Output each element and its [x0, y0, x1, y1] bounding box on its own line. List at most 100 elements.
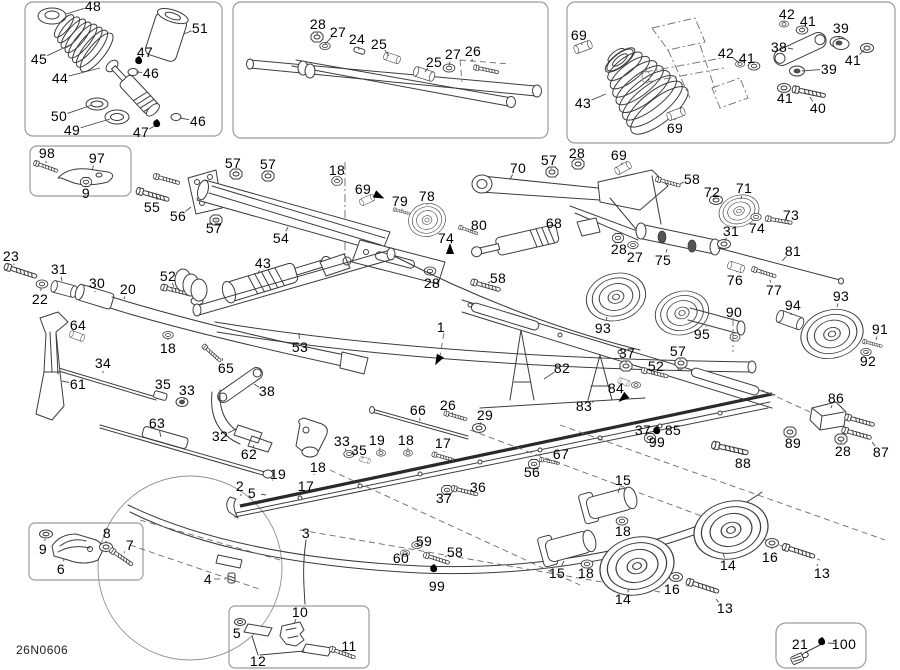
- part-callout-35: 35: [350, 442, 368, 458]
- part-callout-17: 17: [297, 478, 315, 494]
- part-callout-63: 63: [148, 415, 166, 431]
- leader-line-14: [722, 552, 725, 558]
- leader-line-20: [123, 296, 126, 300]
- part-callout-85: 85: [664, 422, 682, 438]
- part-callout-57: 57: [540, 152, 558, 168]
- part-callout-28: 28: [610, 241, 628, 257]
- rear-shock-group: [572, 17, 874, 143]
- part-callout-87: 87: [872, 444, 890, 460]
- part-callout-93: 93: [832, 288, 850, 304]
- leader-line-40: [809, 96, 814, 102]
- part-callout-37: 37: [618, 345, 636, 361]
- part-callout-57: 57: [224, 155, 242, 171]
- part-callout-56: 56: [523, 464, 541, 480]
- part-callout-77: 77: [765, 282, 783, 298]
- part-callout-47: 47: [132, 124, 150, 140]
- part-callout-72: 72: [703, 184, 721, 200]
- part-callout-19: 19: [269, 466, 287, 482]
- part-callout-66: 66: [409, 402, 427, 418]
- part-callout-5: 5: [247, 485, 257, 501]
- leader-line-42: [732, 57, 740, 64]
- rear-center-shock-group: [457, 217, 601, 258]
- part-callout-39: 39: [832, 20, 850, 36]
- part-callout-10: 10: [291, 604, 309, 620]
- part-callout-64: 64: [69, 317, 87, 333]
- part-callout-98: 98: [38, 145, 56, 161]
- part-callout-11: 11: [341, 638, 357, 654]
- part-callout-31: 31: [50, 261, 68, 277]
- part-callout-81: 81: [784, 243, 802, 259]
- part-callout-37: 37: [435, 490, 453, 506]
- leader-line-49: [80, 118, 111, 129]
- part-callout-59: 59: [415, 533, 433, 549]
- part-callout-100: 100: [831, 636, 857, 652]
- part-callout-4: 4: [203, 571, 213, 587]
- bracket-inset-group: [32, 159, 113, 187]
- leader-line-44: [68, 67, 101, 77]
- inset-box-stopper: [228, 605, 370, 669]
- direction-arrow-marker: [446, 243, 454, 254]
- leader-line-55: [156, 196, 159, 201]
- part-callout-42: 42: [717, 45, 735, 61]
- leader-line-80: [470, 229, 473, 232]
- part-callout-9: 9: [81, 185, 91, 201]
- leader-line-41: [859, 49, 865, 55]
- leader-line-58: [444, 555, 448, 558]
- part-callout-55: 55: [143, 199, 161, 215]
- leader-line-58: [679, 181, 684, 185]
- part-callout-18: 18: [309, 459, 327, 475]
- leader-line-31: [724, 237, 727, 242]
- leader-line-39: [801, 69, 821, 72]
- part-callout-67: 67: [552, 446, 570, 462]
- part-callout-16: 16: [761, 549, 779, 565]
- leader-line-60: [405, 552, 409, 555]
- leader-line-52: [171, 282, 175, 288]
- part-callout-33: 33: [178, 382, 196, 398]
- part-callout-60: 60: [392, 550, 410, 566]
- part-callout-41: 41: [776, 90, 794, 106]
- part-callout-47: 47: [136, 44, 154, 60]
- part-callout-73: 73: [782, 207, 800, 223]
- leader-line-27: [448, 61, 451, 67]
- direction-arrow-marker: [372, 190, 385, 199]
- leader-line-38: [253, 383, 260, 388]
- leader-line-33: [344, 448, 347, 452]
- part-callout-58: 58: [446, 544, 464, 560]
- leader-line-93: [605, 316, 608, 321]
- diagram-code: 26N0606: [16, 643, 69, 657]
- part-callout-13: 13: [716, 600, 734, 616]
- leader-line-15: [561, 560, 565, 567]
- part-callout-68: 68: [545, 215, 563, 231]
- part-callout-41: 41: [738, 50, 756, 66]
- part-callout-62: 62: [240, 446, 258, 462]
- part-callout-32: 32: [211, 428, 229, 444]
- fastener-dot-marker: [430, 564, 438, 573]
- part-callout-18: 18: [328, 162, 346, 178]
- part-callout-52: 52: [647, 358, 665, 374]
- leader-line-75: [665, 248, 668, 253]
- leader-line-27: [324, 37, 332, 45]
- part-callout-39: 39: [820, 61, 838, 77]
- leader-line-70: [509, 174, 514, 180]
- part-callout-92: 92: [859, 353, 877, 369]
- leader-line-13: [816, 563, 819, 567]
- part-callout-7: 7: [125, 537, 135, 553]
- leader-line-51: [183, 30, 192, 35]
- part-callout-65: 65: [217, 360, 235, 376]
- part-callout-95: 95: [693, 326, 711, 342]
- part-callout-43: 43: [254, 255, 272, 271]
- fastener-dot-marker: [153, 119, 161, 128]
- swing-arms-group: [246, 31, 542, 108]
- direction-arrow-marker: [435, 353, 444, 366]
- part-callout-74: 74: [437, 230, 455, 246]
- part-callout-58: 58: [489, 270, 507, 286]
- part-callout-24: 24: [348, 31, 366, 47]
- leader-line-82: [543, 371, 555, 380]
- center-shock-group: [221, 253, 502, 304]
- part-callout-28: 28: [309, 16, 327, 32]
- leader-line-38: [787, 47, 794, 50]
- part-callout-9: 9: [38, 541, 48, 557]
- part-callout-82: 82: [553, 360, 571, 376]
